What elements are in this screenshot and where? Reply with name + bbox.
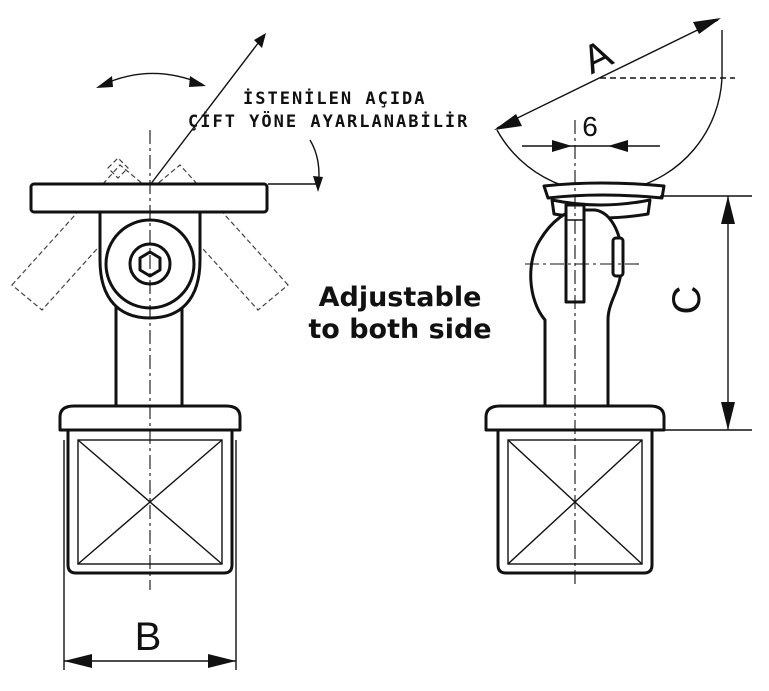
note-line-1: İSTENİLEN AÇIDA [243, 87, 427, 109]
right-set-screw [611, 236, 625, 278]
dim-a-label: A [576, 31, 620, 82]
tilt-line [149, 37, 263, 186]
adjustable-line-1: Adjustable [319, 282, 482, 313]
c-arrow-top [721, 196, 735, 224]
dim-b-label: B [135, 615, 162, 659]
left-view: B [11, 33, 323, 670]
right-view: A 6 C [484, 18, 752, 585]
b-arrow-left [64, 654, 92, 668]
left-saddle-plate [29, 182, 269, 214]
tilt-line-arrow [254, 33, 266, 48]
a-arrow-left [494, 114, 522, 130]
swing-arrow-left [96, 76, 113, 88]
swing-arrow-right [189, 76, 206, 87]
a-dim-line [496, 19, 719, 129]
dim-c-label: C [665, 286, 709, 315]
left-cross-b [77, 439, 223, 565]
a-arrow-right [693, 18, 721, 34]
b-arrow-right [208, 654, 236, 668]
right-saddle-shoe [542, 181, 666, 200]
right-head-stem [529, 208, 624, 408]
note-line-2: ÇİFT YÖNE AYARLANABİLİR [188, 110, 469, 132]
c-arrow-bottom [721, 402, 735, 430]
six-arrow-right [608, 140, 628, 152]
right-collar [484, 404, 666, 432]
six-arrow-left [552, 140, 572, 152]
dim-6-label: 6 [582, 111, 598, 142]
adjustable-line-2: to both side [308, 314, 491, 345]
swing-arc [99, 72, 203, 87]
